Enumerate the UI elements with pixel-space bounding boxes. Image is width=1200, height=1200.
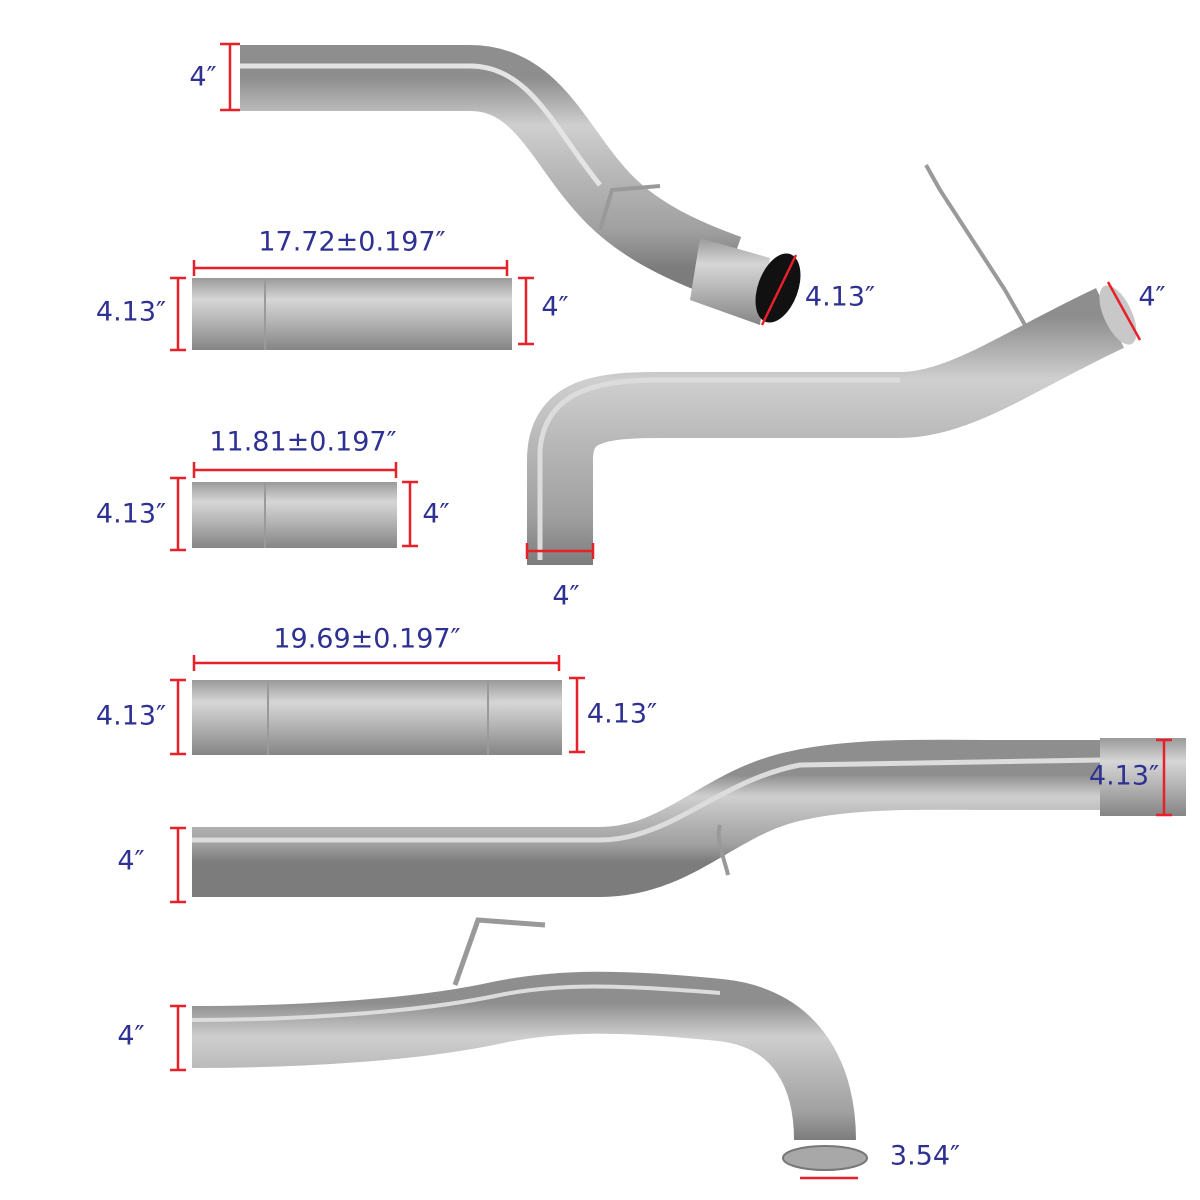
- label-pipe4-right: 4.13″: [587, 699, 657, 730]
- label-pipe6-left: 4″: [117, 846, 144, 877]
- label-pipe5-bottom: 4″: [552, 581, 579, 612]
- label-pipe3-right: 4″: [422, 499, 449, 530]
- pipe-6-long: [192, 738, 1186, 897]
- hanger-rod: [598, 184, 661, 231]
- dimension-lines: [170, 42, 1172, 1180]
- flange: [782, 1145, 868, 1171]
- label-pipe1-end: 4″: [189, 62, 216, 93]
- pipe-3-straight-11in: [192, 482, 397, 548]
- label-pipe6-right: 4.13″: [1089, 761, 1159, 792]
- label-pipe5-top: 4″: [1138, 282, 1165, 313]
- hanger-clip: [716, 824, 730, 876]
- pipe-4-straight-19in: [192, 680, 562, 755]
- pipe-7-downpipe: [191, 917, 868, 1171]
- hanger-rod: [924, 164, 1027, 326]
- pipe-5-bent: [527, 164, 1137, 565]
- label-pipe1-outlet: 4.13″: [805, 282, 875, 313]
- pipe-2-straight-17in: [192, 278, 512, 350]
- label-pipe2-right: 4″: [541, 292, 568, 323]
- label-pipe2-length: 17.72±0.197″: [258, 227, 445, 258]
- label-pipe4-length: 19.69±0.197″: [273, 624, 460, 655]
- label-pipe7-left: 4″: [117, 1021, 144, 1052]
- hanger-rod: [452, 917, 546, 986]
- label-pipe4-left: 4.13″: [96, 701, 166, 732]
- label-pipe3-length: 11.81±0.197″: [209, 427, 396, 458]
- label-pipe2-left: 4.13″: [96, 297, 166, 328]
- label-pipe7-flange: 3.54″: [890, 1141, 960, 1172]
- label-pipe3-left: 4.13″: [96, 499, 166, 530]
